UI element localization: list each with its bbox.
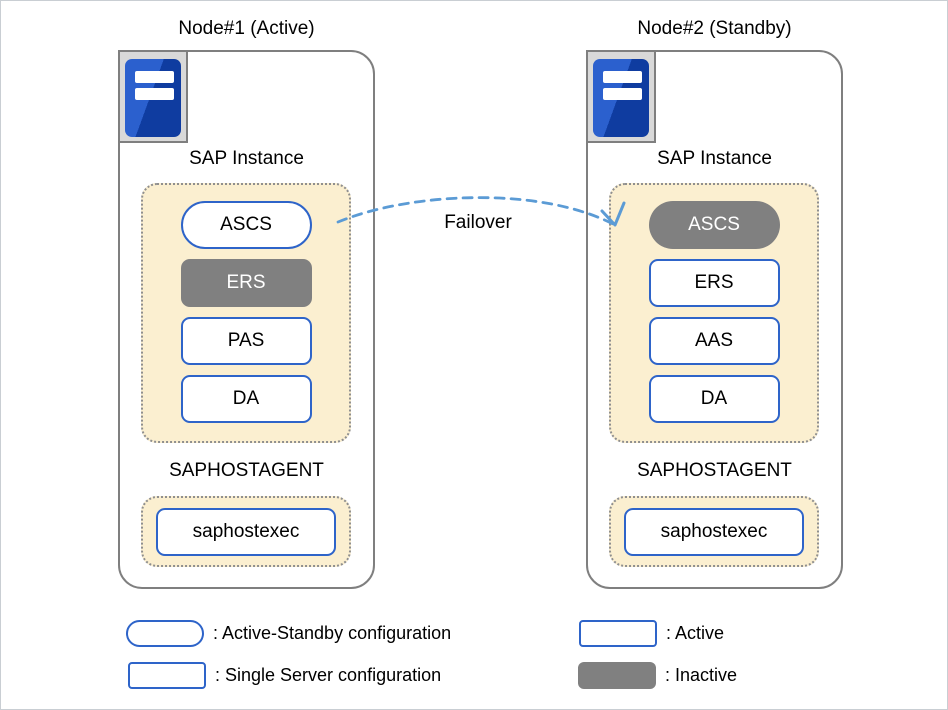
service-box-da: DA xyxy=(648,375,780,423)
service-box-saphostexec: saphostexec xyxy=(624,508,804,556)
server-slot-bar xyxy=(603,71,642,83)
service-box-pas: PAS xyxy=(180,317,312,365)
saphostagent-label: SAPHOSTAGENT xyxy=(637,460,792,481)
server-icon xyxy=(586,50,656,143)
service-box-ascs: ASCS xyxy=(648,201,780,249)
node-2-title: Node#2 (Standby) xyxy=(637,18,792,39)
rect-outline-swatch xyxy=(579,620,657,647)
sap-instance-label: SAP Instance xyxy=(657,148,772,169)
sap-instance-group: ASCS ERS AAS DA xyxy=(609,183,819,443)
saphostagent-group: saphostexec xyxy=(141,496,351,567)
failover-label: Failover xyxy=(444,212,512,233)
service-box-saphostexec: saphostexec xyxy=(156,508,336,556)
legend-label: : Active xyxy=(666,623,725,643)
node-1-card: SAP Instance ASCS ERS PAS DA SAPHOSTAGEN… xyxy=(118,50,375,589)
sap-instance-group: ASCS ERS PAS DA xyxy=(141,183,351,443)
legend-label: : Single Server configuration xyxy=(215,665,442,685)
legend-item-inactive: : Inactive xyxy=(578,662,737,689)
pill-outline-swatch xyxy=(126,620,204,647)
service-box-ers: ERS xyxy=(180,259,312,307)
legend-item-active-standby: : Active-Standby configuration xyxy=(126,620,451,647)
legend-label: : Inactive xyxy=(665,665,738,685)
service-box-da: DA xyxy=(180,375,312,423)
saphostagent-group: saphostexec xyxy=(609,496,819,567)
server-slot-bar xyxy=(603,88,642,100)
legend-label: : Active-Standby configuration xyxy=(213,623,452,643)
server-slot-bar xyxy=(135,88,174,100)
saphostagent-label: SAPHOSTAGENT xyxy=(169,460,324,481)
service-box-ers: ERS xyxy=(648,259,780,307)
server-tower-graphic xyxy=(125,59,181,137)
gray-filled-swatch xyxy=(578,662,656,689)
server-slot-bar xyxy=(135,71,174,83)
legend-item-active: : Active xyxy=(579,620,724,647)
node-2-card: SAP Instance ASCS ERS AAS DA SAPHOSTAGEN… xyxy=(586,50,843,589)
node-1-title: Node#1 (Active) xyxy=(178,18,315,39)
service-box-ascs: ASCS xyxy=(180,201,312,249)
server-tower-graphic xyxy=(593,59,649,137)
server-icon xyxy=(118,50,188,143)
rect-outline-swatch xyxy=(128,662,206,689)
service-box-aas: AAS xyxy=(648,317,780,365)
legend-item-single-server: : Single Server configuration xyxy=(128,662,441,689)
sap-instance-label: SAP Instance xyxy=(189,148,304,169)
